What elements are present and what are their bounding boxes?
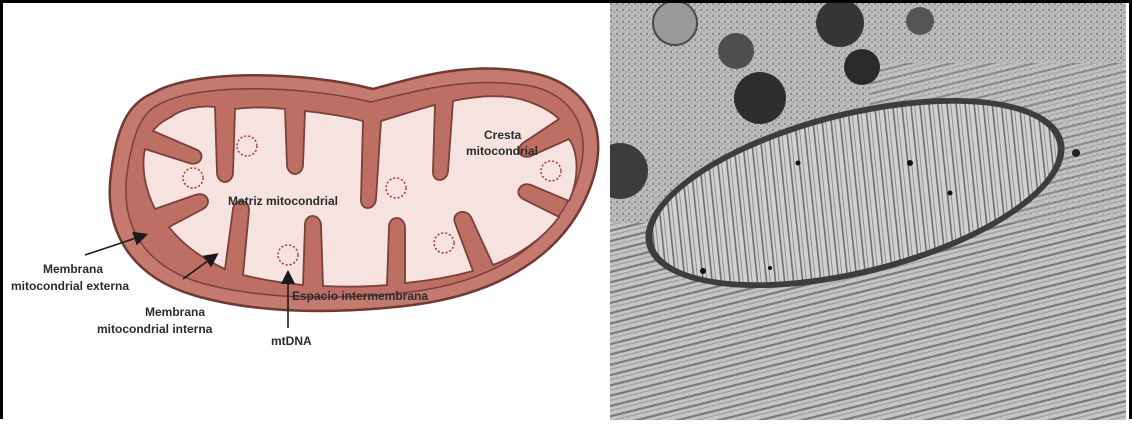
electron-micrograph-image — [610, 3, 1126, 420]
matrix-granule — [948, 191, 953, 196]
granule — [844, 49, 880, 85]
mitochondria-diagram: Cresta mitocondrial Matriz mitocondrial … — [3, 3, 608, 420]
mitochondria-diagram-panel: Cresta mitocondrial Matriz mitocondrial … — [3, 3, 608, 420]
matrix-granule — [1072, 149, 1080, 157]
label-matriz: Matriz mitocondrial — [228, 194, 338, 208]
label-mtdna: mtDNA — [271, 334, 312, 348]
label-espacio: Espacio intermembrana — [292, 289, 428, 303]
label-cresta-2: mitocondrial — [466, 144, 538, 158]
matrix-granule — [700, 268, 706, 274]
granule — [653, 3, 697, 45]
electron-micrograph-panel — [610, 3, 1126, 420]
matrix-granule — [907, 160, 913, 166]
granule — [906, 7, 934, 35]
label-membrana-interna: Membrana — [145, 305, 205, 319]
granule — [718, 33, 754, 69]
label-membrana-externa-2: mitocondrial externa — [11, 279, 129, 293]
matrix-granule — [796, 161, 801, 166]
label-membrana-interna-2: mitocondrial interna — [97, 322, 213, 336]
label-cresta: Cresta — [484, 128, 522, 142]
matrix-granule — [768, 266, 772, 270]
granule — [734, 72, 786, 124]
label-membrana-externa: Membrana — [43, 262, 103, 276]
